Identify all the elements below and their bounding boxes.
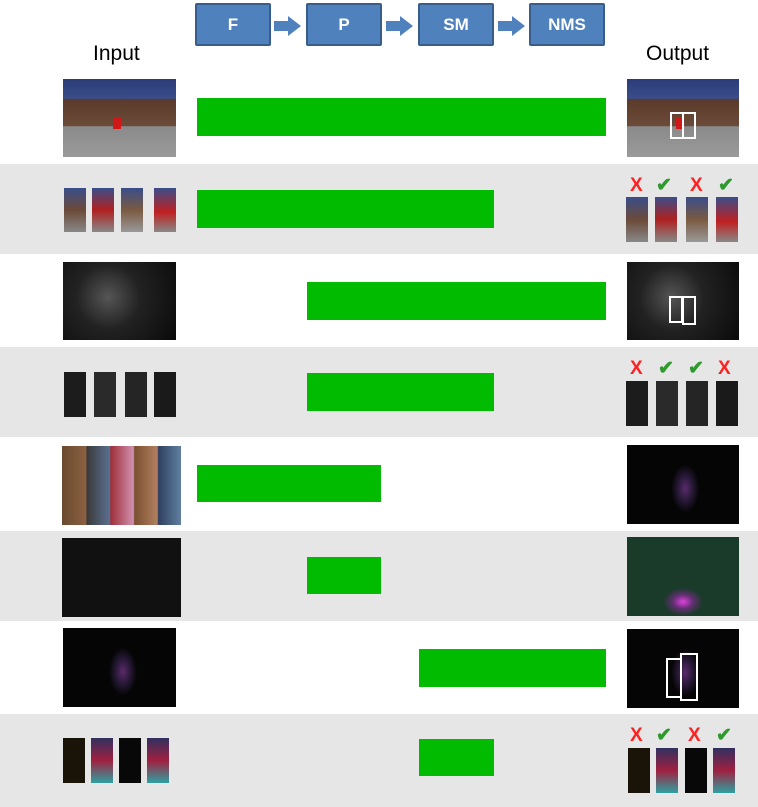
stage-bar-row-3 [307,282,606,320]
stage-label-sm: SM [443,14,469,34]
stage-bar-row-1 [197,98,606,136]
input-window-crop [154,188,176,232]
output-feature-crop [656,381,678,426]
reject-icon: X [690,175,703,196]
input-window-crop [64,188,86,232]
output-feature-crop [626,381,648,426]
input-feature-crop [64,372,86,417]
stage-box-p: P [306,3,382,46]
accept-icon: ✔ [658,358,674,379]
output-response-crop [685,748,707,793]
input-window-crop [92,188,114,232]
output-response-crop [713,748,735,793]
output-window-crop [626,197,648,242]
output-filter-response [627,445,739,524]
stage-bar-row-2 [197,190,494,228]
output-window-crop [716,197,738,242]
output-window-crop [655,197,677,242]
stage-label-p: P [338,14,350,34]
output-window-crop [686,197,708,242]
detection-box [669,296,683,323]
arrow-right-icon [386,16,413,36]
output-feature-crop [686,381,708,426]
detection-box [680,653,698,701]
arrow-right-icon [498,16,525,36]
stage-label-f: F [227,14,239,34]
input-response-crop [147,738,169,783]
input-response-crop [63,738,85,783]
stage-bar-row-6 [307,557,381,594]
output-feature-crop [716,381,738,426]
input-window-crop [121,188,143,232]
output-response-crop [628,748,650,793]
stage-label-nms: NMS [548,14,586,34]
input-feature-crop [154,372,176,417]
input-feature-crop [125,372,147,417]
reject-icon: X [688,725,701,746]
input-feature-map [63,262,176,340]
stage-box-sm: SM [418,3,494,46]
input-response-map [63,628,176,707]
output-street-image [627,79,739,157]
output-response-map [627,537,739,616]
accept-icon: ✔ [716,725,732,746]
stage-bar-row-5 [197,465,381,502]
detection-box [682,112,696,139]
stage-box-nms: NMS [529,3,605,46]
output-response-map [627,629,739,708]
reject-icon: X [630,725,643,746]
reject-icon: X [630,175,643,196]
input-street-image [63,79,176,157]
input-response-crop [119,738,141,783]
input-response-crop [91,738,113,783]
stage-bar-row-4 [307,373,494,411]
stage-bar-row-7 [419,649,606,687]
input-feature-crop [94,372,116,417]
accept-icon: ✔ [688,358,704,379]
output-header: Output [646,42,710,65]
reject-icon: X [718,358,731,379]
input-training-images [62,446,181,525]
accept-icon: ✔ [656,175,672,196]
input-filter-bank [62,538,181,617]
pedestrian-image [113,117,121,129]
stage-bar-row-8 [419,739,494,776]
output-response-crop [656,748,678,793]
reject-icon: X [630,358,643,379]
accept-icon: ✔ [656,725,672,746]
arrow-right-icon [274,16,301,36]
accept-icon: ✔ [718,175,734,196]
input-header: Input [93,42,140,65]
output-feature-map [627,262,739,340]
stage-box-f: F [195,3,271,46]
detection-box [682,296,696,325]
pedestrian-image [676,117,684,129]
